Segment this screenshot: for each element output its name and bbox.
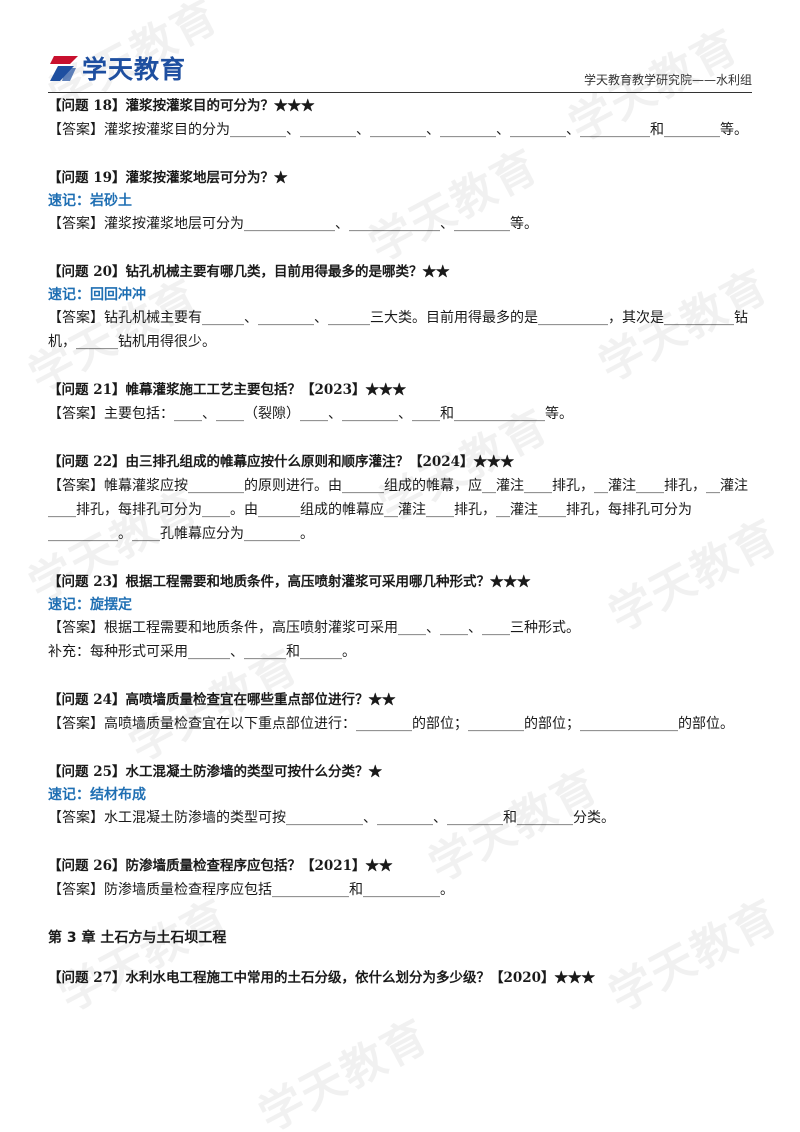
question-title: 【问题 21】帷幕灌浆施工工艺主要包括？【2023】★★★ <box>48 382 407 398</box>
question-title: 【问题 26】防渗墙质量检查程序应包括？【2021】★★ <box>48 858 393 874</box>
question-title: 【问题 23】根据工程需要和地质条件，高压喷射灌浆可采用哪几种形式？★★★ <box>48 574 531 590</box>
chapter-heading: 第 3 章 土石方与土石坝工程 <box>48 930 227 946</box>
memo-hint: 速记：旋摆定 <box>48 597 132 613</box>
question-title: 【问题 20】钻孔机械主要有哪几类，目前用得最多的是哪类？★★ <box>48 264 450 280</box>
question-title: 【问题 18】灌浆按灌浆目的可分为？★★★ <box>48 98 315 114</box>
document-body: 【问题 18】灌浆按灌浆目的可分为？★★★ 【答案】灌浆按灌浆目的分为_____… <box>48 94 752 990</box>
answer-text: 【答案】灌浆按灌浆地层可分为_____________、____________… <box>48 216 538 232</box>
question-title: 【问题 22】由三排孔组成的帷幕应按什么原则和顺序灌注？【2024】★★★ <box>48 454 515 470</box>
question-block: 【问题 26】防渗墙质量检查程序应包括？【2021】★★ 【答案】防渗墙质量检查… <box>48 854 752 902</box>
question-title: 【问题 25】水工混凝土防渗墙的类型可按什么分类？★ <box>48 764 382 780</box>
answer-text: 【答案】水工混凝土防渗墙的类型可按___________、________、__… <box>48 810 615 826</box>
answer-text: 【答案】钻孔机械主要有______、________、______三大类。目前用… <box>48 310 748 350</box>
answer-text: 【答案】主要包括：____、____（裂隙）____、________、____… <box>48 406 573 422</box>
memo-hint: 速记：岩砂土 <box>48 193 132 209</box>
answer-text: 【答案】灌浆按灌浆目的分为________、________、________、… <box>48 122 748 138</box>
answer-text: 【答案】高喷墙质量检查宜在以下重点部位进行：________的部位；______… <box>48 716 734 732</box>
logo-mark-icon <box>50 56 78 81</box>
question-block: 【问题 18】灌浆按灌浆目的可分为？★★★ 【答案】灌浆按灌浆目的分为_____… <box>48 94 752 142</box>
page-header: 学天教育 学天教育教学研究院——水利组 <box>48 48 752 93</box>
answer-text: 【答案】帷幕灌浆应按________的原则进行。由______组成的帷幕，应__… <box>48 478 748 542</box>
memo-hint: 速记：结材布成 <box>48 787 146 803</box>
answer-text: 【答案】根据工程需要和地质条件，高压喷射灌浆可采用____、____、____三… <box>48 620 580 636</box>
question-block: 【问题 23】根据工程需要和地质条件，高压喷射灌浆可采用哪几种形式？★★★ 速记… <box>48 570 752 664</box>
question-title: 【问题 19】灌浆按灌浆地层可分为？★ <box>48 170 288 186</box>
brand-logo: 学天教育 <box>48 50 186 86</box>
question-block: 【问题 25】水工混凝土防渗墙的类型可按什么分类？★ 速记：结材布成 【答案】水… <box>48 760 752 830</box>
question-title: 【问题 24】高喷墙质量检查宜在哪些重点部位进行？★★ <box>48 692 396 708</box>
question-block: 【问题 24】高喷墙质量检查宜在哪些重点部位进行？★★ 【答案】高喷墙质量检查宜… <box>48 688 752 736</box>
question-block: 【问题 22】由三排孔组成的帷幕应按什么原则和顺序灌注？【2024】★★★ 【答… <box>48 450 752 546</box>
header-org: 学天教育教学研究院——水利组 <box>583 73 752 87</box>
question-title: 【问题 27】水利水电工程施工中常用的土石分级，依什么划分为多少级？【2020】… <box>48 970 596 986</box>
question-block: 【问题 20】钻孔机械主要有哪几类，目前用得最多的是哪类？★★ 速记：回回冲冲 … <box>48 260 752 354</box>
answer-text: 【答案】防渗墙质量检查程序应包括___________和___________。 <box>48 882 454 898</box>
watermark: 学天教育 <box>250 1010 438 1132</box>
logo-text: 学天教育 <box>82 55 187 84</box>
supplement-text: 补充：每种形式可采用______、______和______。 <box>48 644 356 660</box>
question-block: 【问题 19】灌浆按灌浆地层可分为？★ 速记：岩砂土 【答案】灌浆按灌浆地层可分… <box>48 166 752 236</box>
memo-hint: 速记：回回冲冲 <box>48 287 146 303</box>
question-block: 【问题 21】帷幕灌浆施工工艺主要包括？【2023】★★★ 【答案】主要包括：_… <box>48 378 752 426</box>
